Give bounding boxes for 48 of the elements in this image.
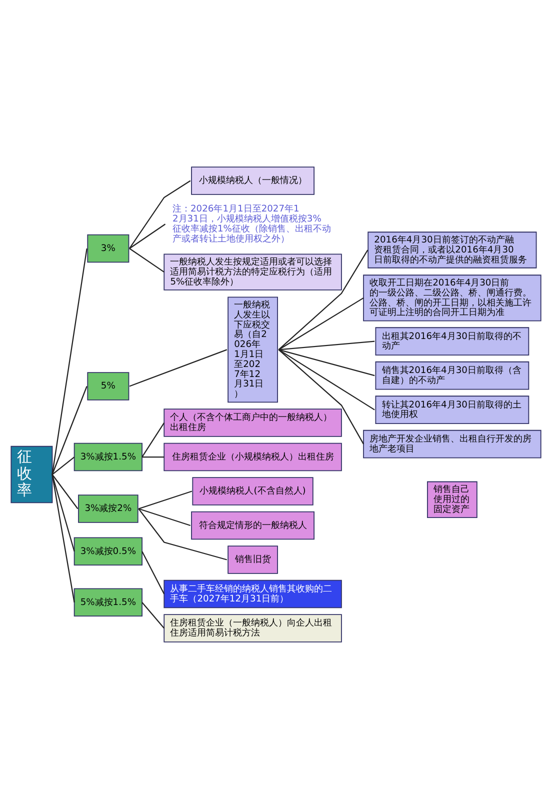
node-box: 一般纳税人发生按规定适用或者可以选择适用简易计税方法的特定应税行为（适用5%征收率除外） — [164, 253, 342, 290]
node-box: 从事二手车经销的纳税人销售其收购的二手车（2027年12月31日前） — [164, 579, 342, 608]
connector — [142, 456, 164, 458]
node-box: 2016年4月30日前签订的不动产融资租赁合同，或者以2016年4月30日前取得的不动产提供的融资租赁服务 — [368, 231, 537, 268]
node-box: 3%减按2% — [78, 494, 138, 522]
node-box: 销售其2016年4月30日前取得（含自建）的不动产 — [375, 360, 530, 390]
connector — [52, 386, 88, 474]
node-box: 转让其2016年4月30日前取得的土地使用权 — [375, 395, 530, 424]
connector — [52, 456, 75, 474]
connector — [52, 248, 88, 474]
node-box: 符合规定情形的一般纳税人 — [191, 510, 315, 540]
node-box: 销售自己使用过的固定资产 — [427, 480, 478, 518]
node-box: 3%减按1.5% — [74, 442, 142, 471]
connector — [138, 508, 191, 526]
node-box: 3% — [87, 234, 130, 262]
connector — [138, 508, 228, 560]
connector — [129, 223, 166, 248]
connector — [278, 340, 375, 350]
connector — [278, 348, 375, 376]
connector — [278, 249, 368, 350]
connector — [129, 348, 228, 386]
node-box: 出租其2016年4月30日前取得的不动产 — [375, 326, 530, 355]
node-box: 小规模纳税人（一般情况） — [191, 166, 315, 194]
node-box: 5%减按1.5% — [74, 588, 142, 616]
connector — [52, 474, 78, 509]
node-box: 一般纳税人发生以下应税交易（自2026年1月1日至2027年12月31日） — [228, 296, 278, 402]
node-box: 销售旧货 — [228, 545, 278, 574]
connector — [52, 474, 75, 552]
connector — [278, 348, 375, 410]
connector — [52, 474, 75, 602]
connector — [138, 490, 192, 509]
node-box: 小规模纳税人(不含自然人) — [192, 476, 314, 505]
node-text: 注：2026年1月1日至2027年12月31日，小规模纳税人增值税按3%征收率减按1%征收（除销售、出租不动产或者转让土地使用权之外） — [172, 204, 331, 244]
node-box: 5% — [87, 372, 130, 400]
node-box: 个人（不含个体工商户中的一般纳税人）出租住房 — [164, 408, 342, 436]
connector — [129, 180, 191, 248]
connector — [278, 348, 364, 444]
node-box: 征收率 — [10, 445, 53, 503]
node-box: 房地产开发企业销售、出租自行开发的房地产老项目 — [363, 429, 542, 458]
connector — [142, 602, 165, 628]
node-box: 住房租赁企业（小规模纳税人）出租住房 — [164, 442, 342, 471]
node-box: 3%减按0.5% — [74, 536, 142, 566]
node-box: 收取开工日期在2016年4月30日前的一级公路、二级公路、桥、闸通行费。公路、桥、闸的开工日期，以相关施工许可证明上注明的合同开工日期为准 — [363, 274, 542, 321]
connector — [142, 422, 165, 457]
connector — [129, 248, 164, 272]
node-box: 住房租赁企业（一般纳税人）向企人出租住房适用简易计税方法 — [164, 614, 342, 642]
connector — [142, 550, 165, 594]
connector — [278, 296, 364, 350]
